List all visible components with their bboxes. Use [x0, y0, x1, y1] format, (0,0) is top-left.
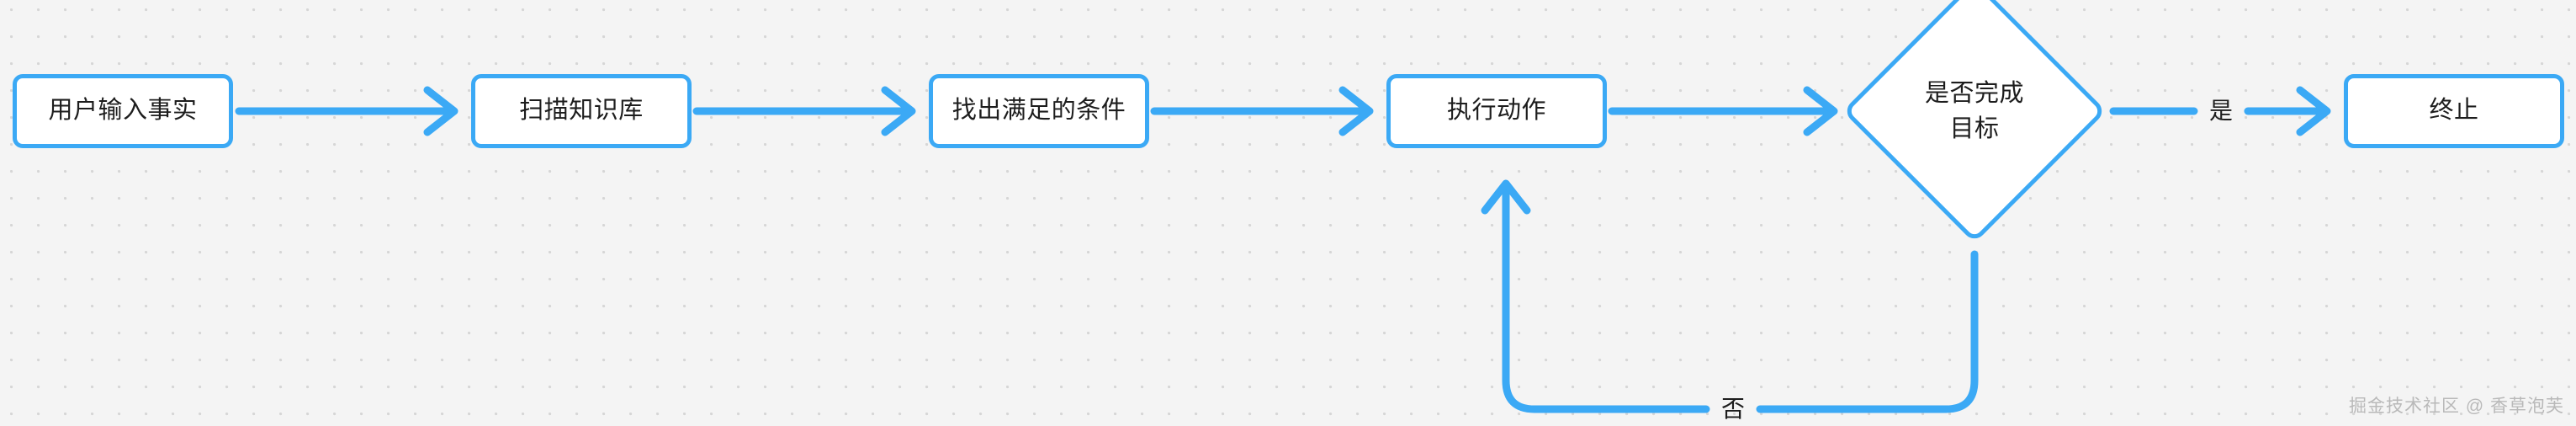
- node-input-label: 用户输入事实: [48, 97, 198, 125]
- node-scan-knowledge-base[interactable]: 扫描知识库: [471, 74, 692, 148]
- edge-decide-to-act-no: [1481, 179, 1979, 413]
- node-match-label: 找出满足的条件: [951, 97, 1126, 125]
- node-decision-label-line2: 目标: [1949, 115, 2000, 142]
- edge-input-to-scan: [235, 86, 458, 136]
- edge-label-no-text: 否: [1721, 396, 1746, 422]
- edge-yes-to-terminate: [2244, 86, 2331, 136]
- node-decision-label: 是否完成 目标: [1882, 61, 2067, 162]
- node-decision-label-line1: 是否完成: [1924, 79, 2024, 107]
- edge-match-to-act: [1150, 86, 1374, 136]
- edge-scan-to-match: [692, 86, 916, 136]
- node-terminate[interactable]: 终止: [2344, 74, 2564, 148]
- edge-act-to-decide: [1608, 86, 1838, 136]
- node-scan-label: 扫描知识库: [519, 97, 644, 125]
- edge-label-yes-text: 是: [2209, 98, 2234, 124]
- watermark-text: 掘金技术社区 @ 香草泡芙: [2349, 397, 2564, 416]
- edge-label-no: 否: [1721, 397, 1746, 421]
- node-input[interactable]: 用户输入事实: [13, 74, 233, 148]
- node-execute-action[interactable]: 执行动作: [1386, 74, 1607, 148]
- node-find-matching-conditions[interactable]: 找出满足的条件: [929, 74, 1149, 148]
- node-terminate-label: 终止: [2429, 97, 2479, 125]
- node-act-label: 执行动作: [1446, 97, 1546, 125]
- edge-label-yes: 是: [2209, 99, 2234, 123]
- watermark: 掘金技术社区 @ 香草泡芙: [2349, 392, 2564, 418]
